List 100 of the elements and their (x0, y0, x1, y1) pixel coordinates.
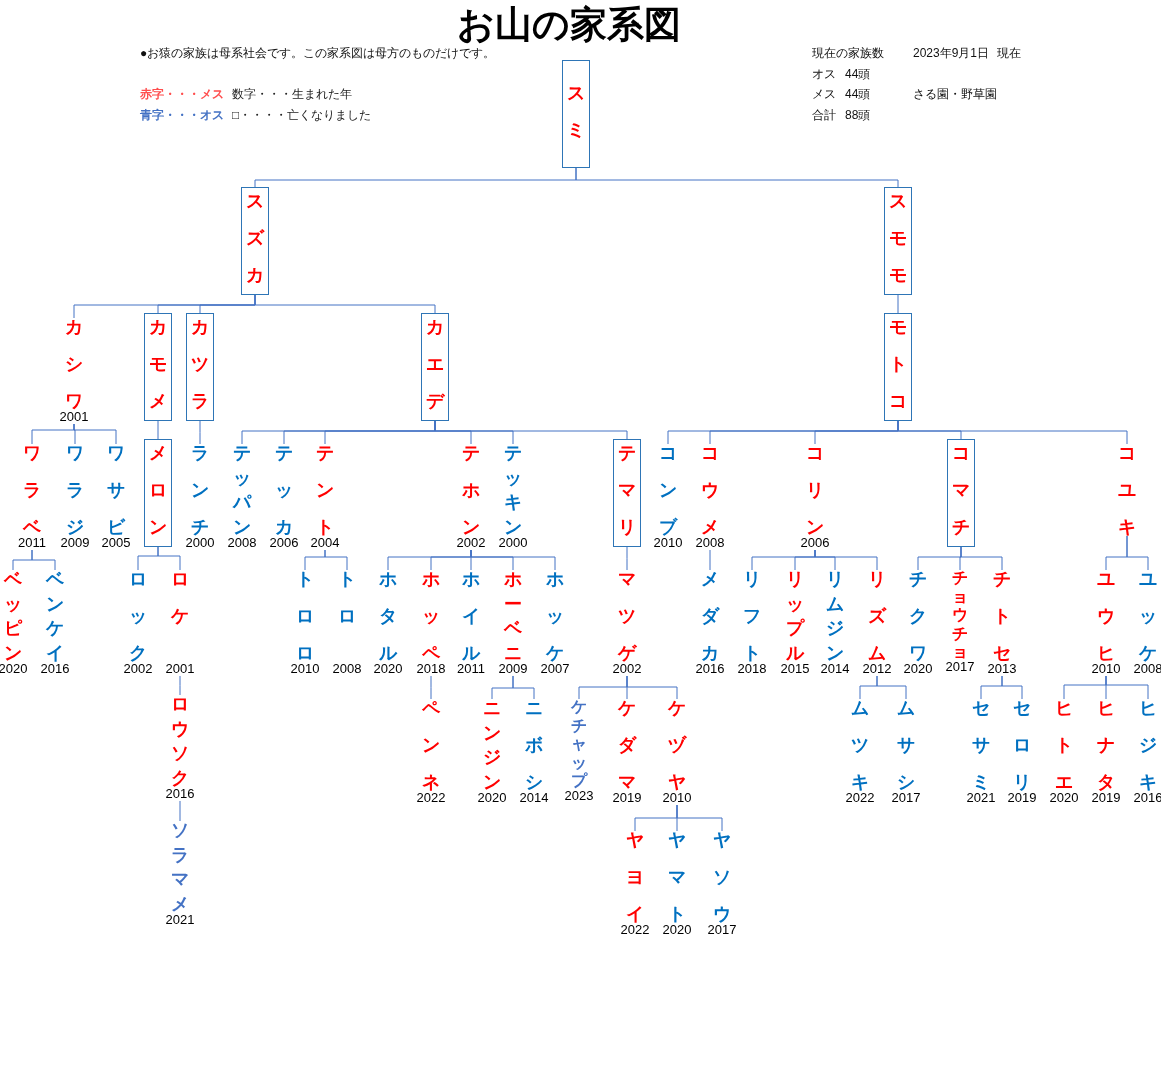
family-line (254, 294, 436, 314)
monkey-name: ロック (129, 570, 147, 662)
birth-year: 2022 (416, 791, 446, 805)
total-label: 合計 (812, 108, 836, 123)
monkey-name: コンブ (659, 444, 677, 536)
birth-year: 2018 (416, 662, 446, 676)
birth-year: 2018 (737, 662, 767, 676)
sex-label: メス (812, 87, 836, 102)
monkey-name: ケチャップ (571, 699, 587, 789)
birth-year: 2006 (800, 536, 830, 550)
birth-year: 2001 (59, 410, 89, 424)
family-line (897, 294, 899, 314)
family-line (897, 420, 1128, 445)
family-line (31, 549, 56, 571)
name-box: カエデ (421, 313, 449, 421)
family-line (1105, 675, 1149, 700)
monkey-name: コリン (806, 444, 824, 536)
birth-year: 2020 (662, 923, 692, 937)
birth-year: 2014 (519, 791, 549, 805)
birth-year: 2016 (165, 786, 195, 801)
family-line (709, 549, 711, 571)
name-box: カモメ (144, 313, 172, 421)
monkey-name: テッパン (233, 444, 251, 536)
birth-year: 2020 (373, 662, 403, 676)
birth-year: 2010 (653, 536, 683, 550)
name-box: スミ (562, 60, 590, 168)
monkey-name: ベンケイ (46, 570, 64, 662)
legend-text: 青字・・・オス (140, 108, 224, 123)
birth-year: 2016 (695, 662, 725, 676)
monkey-name: チトセ (993, 570, 1011, 662)
family-line (324, 549, 348, 571)
legend-text: □・・・・亡くなりました (232, 108, 372, 123)
birth-year: 2020 (1049, 791, 1079, 805)
birth-year: 2000 (185, 536, 215, 550)
name-box: コマチ (947, 439, 975, 547)
family-line (179, 800, 181, 822)
birth-year: 2017 (891, 791, 921, 805)
family-line (626, 546, 628, 571)
family-line (157, 546, 181, 571)
family-line (814, 549, 878, 571)
birth-year: 2015 (780, 661, 810, 676)
birth-year: 2012 (862, 662, 892, 676)
monkey-name: ヤマト (668, 831, 686, 923)
monkey-name: ソラマメ (171, 821, 189, 913)
date-text: 2023年9月1日 (913, 46, 990, 61)
heading-text: 現在の家族数 (812, 46, 884, 61)
monkey-name: リムジン (826, 570, 844, 662)
monkey-name: マツゲ (618, 570, 636, 662)
family-line (1126, 535, 1149, 571)
monkey-name: ベッピン (4, 570, 22, 662)
count-text: 88頭 (845, 108, 871, 123)
name-box: モトコ (884, 313, 912, 421)
birth-year: 2008 (1133, 662, 1161, 676)
monkey-name: チョウチョ (952, 570, 968, 660)
monkey-name: ヒナタ (1097, 699, 1115, 791)
monkey-name: ケヅヤ (668, 699, 686, 791)
birth-year: 2016 (40, 661, 70, 676)
family-line (876, 675, 907, 700)
birth-year: 2010 (290, 662, 320, 676)
monkey-name: コユキ (1118, 444, 1136, 536)
birth-year: 2000 (498, 535, 528, 550)
birth-year: 2019 (1007, 791, 1037, 805)
monkey-name: ロウソク (171, 695, 189, 787)
birth-year: 2022 (845, 791, 875, 805)
birth-year: 2020 (477, 790, 507, 805)
count-text: 44頭 (845, 87, 871, 102)
note-text: ●お猿の家族は母系社会です。この家系図は母方のものだけです。 (140, 46, 496, 61)
name-box: テマリ (613, 439, 641, 547)
status-text: 現在 (997, 46, 1021, 61)
birth-year: 2005 (101, 536, 131, 550)
family-line (626, 675, 678, 700)
birth-year: 2008 (332, 662, 362, 676)
monkey-name: ムツキ (851, 699, 869, 791)
monkey-name: ニボシ (525, 699, 543, 791)
birth-year: 2019 (1091, 791, 1121, 805)
name-box: スズカ (241, 187, 269, 295)
birth-year: 2010 (662, 791, 692, 805)
family-line (73, 423, 117, 445)
family-line (676, 804, 723, 832)
monkey-name: ランチ (191, 444, 209, 536)
monkey-name: ユウヒ (1097, 570, 1115, 662)
monkey-name: ヤソウ (713, 831, 731, 923)
count-text: 44頭 (845, 67, 871, 82)
monkey-name: ヤヨイ (626, 831, 644, 923)
monkey-name: ワサビ (107, 444, 125, 536)
monkey-name: チクワ (909, 570, 927, 662)
family-line (512, 675, 535, 700)
monkey-name: ロケ (171, 570, 189, 625)
birth-year: 2017 (707, 923, 737, 937)
monkey-name: ホッペ (422, 570, 440, 662)
monkey-name: ホイル (462, 570, 480, 662)
birth-year: 2002 (123, 662, 153, 676)
sex-label: オス (812, 67, 836, 82)
legend-text: 赤字・・・メス (140, 87, 224, 102)
birth-year: 2004 (310, 536, 340, 550)
birth-year: 2022 (620, 923, 650, 937)
monkey-name: テホン (462, 444, 480, 536)
monkey-name: テント (316, 444, 334, 536)
birth-year: 2011 (457, 662, 485, 676)
birth-year: 2016 (1133, 791, 1161, 805)
